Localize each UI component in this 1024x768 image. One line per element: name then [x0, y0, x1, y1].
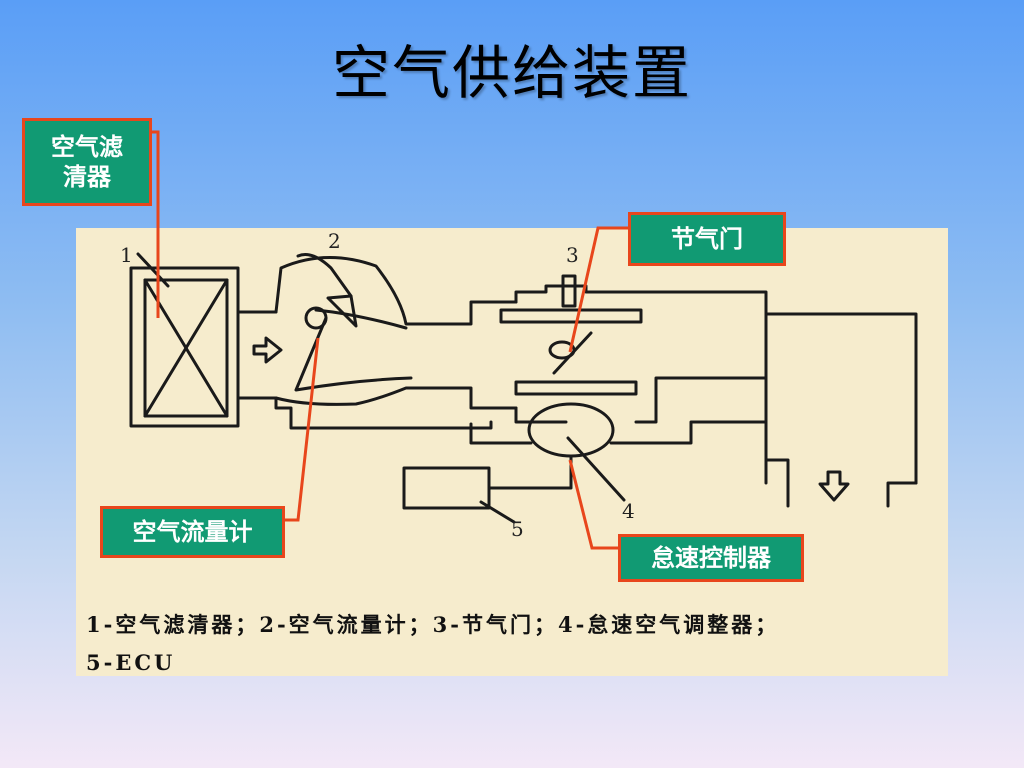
- legend-line-1: 1-空气滤清器；2-空气流量计；3-节气门；4-怠速空气调整器；: [86, 612, 780, 637]
- legend-line-2: 5-ECU: [86, 650, 176, 675]
- meter-flap: [326, 294, 358, 328]
- part-number-3: 3: [566, 243, 579, 267]
- part-number-4: 4: [622, 499, 635, 523]
- air-filter-housing: [129, 266, 240, 428]
- throttle-upper-plate: [499, 308, 643, 324]
- idle-valve-leader-4: [566, 436, 626, 502]
- airflow-meter-bottom: [274, 386, 518, 410]
- outflow-arrow-icon: [818, 470, 850, 502]
- airflow-meter-top: [274, 256, 518, 326]
- throttle-shaft: [548, 340, 576, 360]
- meter-leader-2: [296, 253, 353, 298]
- part-number-2: 2: [328, 229, 341, 253]
- callout-throttle: 节气门: [628, 212, 786, 266]
- bypass-channel-right: [609, 420, 768, 445]
- page-title: 空气供给装置: [331, 39, 692, 107]
- air-filter-element: [143, 278, 229, 418]
- diagram-legend: 1-空气滤清器；2-空气流量计；3-节气门；4-怠速空气调整器； 5-ECU: [86, 606, 946, 682]
- idle-speed-valve: [527, 402, 615, 458]
- outlet-duct-right: [886, 481, 918, 508]
- callout-idle-controller: 怠速控制器: [618, 534, 804, 582]
- part-number-1: 1: [120, 243, 133, 267]
- throttle-body-top: [514, 284, 918, 485]
- ecu-signal-line: [487, 454, 573, 490]
- meter-flap-arm: [314, 308, 408, 330]
- callout-air-filter: 空气滤 清器: [22, 118, 152, 206]
- ecu-leader-5: [479, 500, 516, 524]
- meter-pivot: [304, 306, 328, 330]
- throttle-spring: [561, 274, 577, 308]
- ecu-box: [402, 466, 491, 510]
- air-filter-cross-b: [143, 278, 229, 418]
- outlet-duct-left: [764, 312, 790, 508]
- inflow-arrow-icon: [252, 336, 283, 364]
- diagram-panel: 1 2 3 4 5 1-空气滤清器；2-空气流量计；3-节气门；4-怠速空气调整…: [76, 228, 948, 676]
- part-number-5: 5: [511, 517, 524, 541]
- callout-airflow-meter: 空气流量计: [100, 506, 285, 558]
- throttle-lower-plate: [514, 380, 638, 396]
- bypass-channel-inlet: [469, 422, 533, 445]
